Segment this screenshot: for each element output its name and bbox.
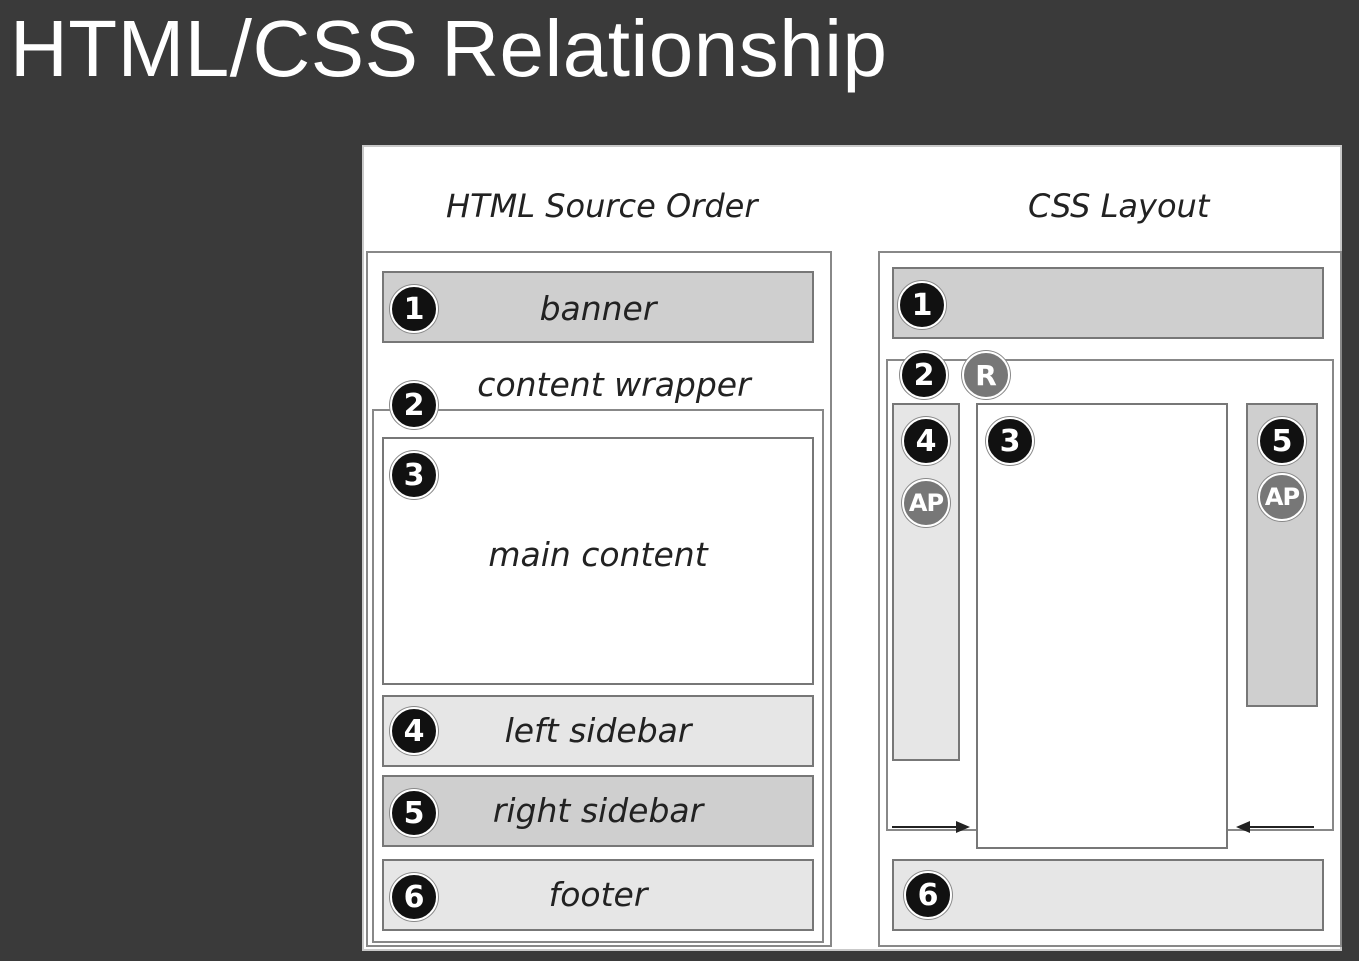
layout-banner-number-badge: 1	[898, 281, 946, 329]
layout-main-content-box	[976, 403, 1228, 849]
footer-label: footer	[548, 875, 648, 914]
slide-title: HTML/CSS Relationship	[10, 4, 888, 93]
layout-footer-number-badge: 6	[904, 871, 952, 919]
layout-footer-box	[892, 859, 1324, 931]
source-order-panel: banner 1 content wrapper 2 main content …	[366, 251, 832, 947]
layout-right-number-badge: 5	[1258, 417, 1306, 465]
main-content-label: main content	[488, 535, 708, 574]
layout-diagram: HTML Source Order CSS Layout banner 1 co…	[362, 145, 1342, 951]
right-absolute-position-badge: AP	[1258, 473, 1306, 521]
footer-number-badge: 6	[390, 873, 438, 921]
footer-box: footer	[382, 859, 814, 931]
right-sidebar-label: right sidebar	[492, 791, 704, 830]
main-content-box: main content	[382, 437, 814, 685]
css-layout-heading: CSS Layout	[1028, 187, 1210, 225]
layout-wrapper-number-badge: 2	[900, 351, 948, 399]
right-sidebar-box: right sidebar	[382, 775, 814, 847]
relative-position-badge: R	[962, 351, 1010, 399]
source-order-heading: HTML Source Order	[446, 187, 758, 225]
banner-number-badge: 1	[390, 285, 438, 333]
banner-box: banner	[382, 271, 814, 343]
main-number-badge: 3	[390, 451, 438, 499]
left-arrow-icon	[892, 821, 970, 833]
layout-banner-box	[892, 267, 1324, 339]
layout-right-sidebar-box	[1246, 403, 1318, 707]
left-sidebar-box: left sidebar	[382, 695, 814, 767]
layout-left-number-badge: 4	[902, 417, 950, 465]
css-layout-panel: 1 2 R 4 AP 3 5 AP 6	[878, 251, 1342, 947]
banner-label: banner	[539, 289, 657, 328]
content-wrapper-label: content wrapper	[477, 365, 751, 404]
left-sidebar-label: left sidebar	[504, 711, 692, 750]
left-sidebar-number-badge: 4	[390, 707, 438, 755]
wrapper-number-badge: 2	[390, 381, 438, 429]
layout-main-number-badge: 3	[986, 417, 1034, 465]
right-sidebar-number-badge: 5	[390, 789, 438, 837]
right-arrow-icon	[1236, 821, 1314, 833]
left-absolute-position-badge: AP	[902, 479, 950, 527]
